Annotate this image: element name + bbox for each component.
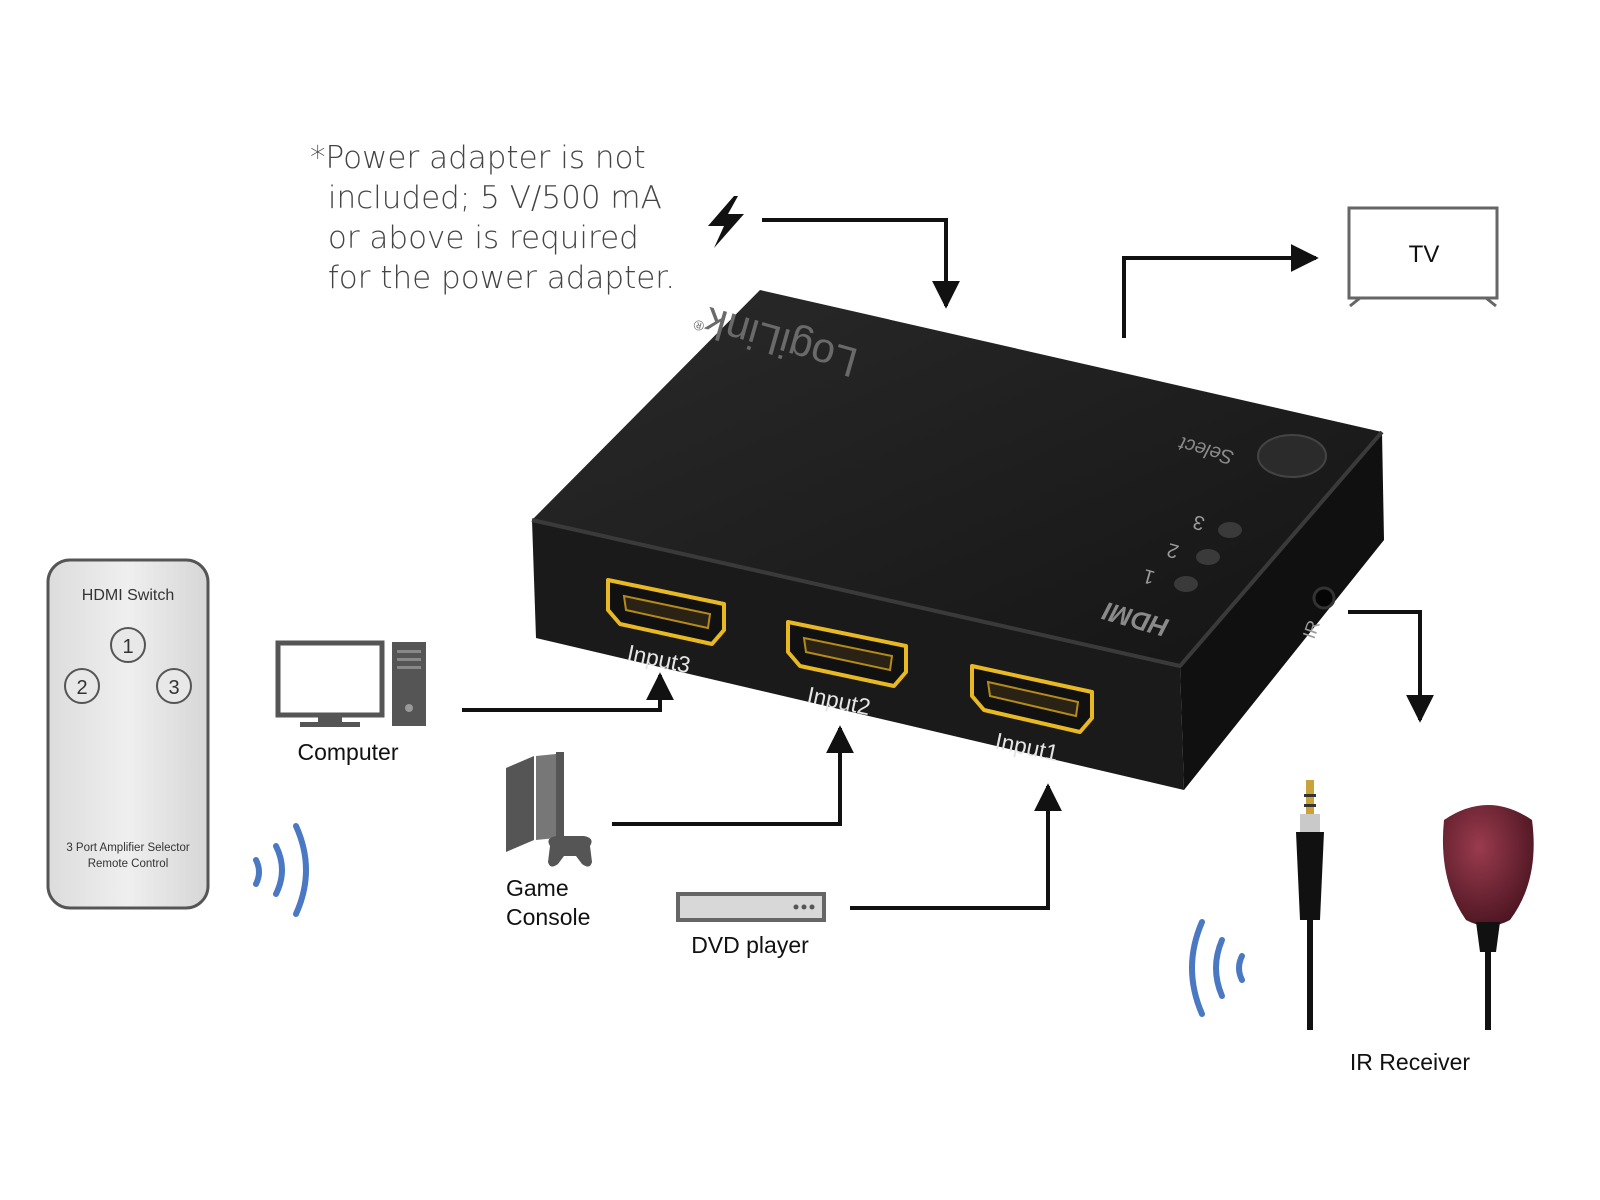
power-note: *Power adapter is not included; 5 V/500 … bbox=[310, 140, 675, 296]
dvd-player-icon bbox=[676, 892, 826, 922]
hdmi-port-input3[interactable]: Input3 bbox=[606, 578, 726, 678]
dvd-player: DVD player bbox=[676, 892, 826, 958]
note-line-4: for the power adapter. bbox=[318, 260, 675, 296]
svg-text:2: 2 bbox=[76, 677, 87, 699]
led-1 bbox=[1174, 576, 1198, 592]
led-2 bbox=[1196, 549, 1220, 565]
tv-label: TV bbox=[1409, 241, 1440, 268]
remote-body bbox=[46, 558, 210, 910]
remote-title: HDMI Switch bbox=[82, 587, 174, 604]
dvd-player-label: DVD player bbox=[691, 932, 809, 958]
hdmi-switch: LogiLink® Select 3 2 1 HDMI IR Input3 bbox=[531, 290, 1384, 790]
game-console-label-1: Game bbox=[506, 875, 569, 901]
note-line-1: *Power adapter is not bbox=[310, 140, 646, 176]
hdmi-port-input1[interactable]: Input1 bbox=[970, 664, 1094, 766]
remote-button-3[interactable]: 3 bbox=[156, 668, 192, 704]
arrows bbox=[462, 218, 1434, 910]
remote-control: HDMI Switch 1 2 3 3 Port Amplifier Selec… bbox=[46, 558, 210, 910]
ir-jack-label: IR bbox=[1299, 618, 1324, 642]
note-line-2: included; 5 V/500 mA bbox=[318, 180, 662, 216]
computer-label: Computer bbox=[298, 739, 399, 765]
gamepad-icon bbox=[548, 836, 592, 867]
game-console: Game Console bbox=[506, 752, 592, 930]
remote-caption-1: 3 Port Amplifier Selector bbox=[66, 842, 190, 854]
svg-text:1: 1 bbox=[122, 636, 133, 658]
output-arrow-tv bbox=[1122, 244, 1319, 338]
ir-signal-icon bbox=[253, 823, 309, 917]
ir-jack[interactable] bbox=[1312, 586, 1336, 610]
game-console-icon bbox=[506, 752, 564, 852]
svg-text:3: 3 bbox=[168, 677, 179, 699]
hdmi-port-input2[interactable]: Input2 bbox=[786, 620, 908, 720]
remote-button-2[interactable]: 2 bbox=[64, 668, 100, 704]
ir-receiver-waves bbox=[1189, 919, 1245, 1017]
ir-receiver: IR Receiver bbox=[1189, 780, 1534, 1075]
tv: TV bbox=[1347, 206, 1499, 308]
remote-button-1[interactable]: 1 bbox=[110, 627, 146, 663]
note-line-3: or above is required bbox=[318, 220, 639, 256]
ir-receiver-label: IR Receiver bbox=[1350, 1049, 1470, 1075]
game-console-label-2: Console bbox=[506, 904, 590, 930]
dvd-arrow bbox=[850, 783, 1062, 910]
computer: Computer bbox=[275, 640, 426, 765]
power-bolt-icon bbox=[708, 196, 744, 248]
remote-caption-2: Remote Control bbox=[88, 858, 169, 870]
game-console-arrow bbox=[612, 725, 854, 826]
computer-arrow bbox=[462, 672, 674, 712]
led-3 bbox=[1218, 522, 1242, 538]
switch-side bbox=[1180, 432, 1384, 790]
computer-icon bbox=[275, 640, 426, 727]
switch-top bbox=[532, 290, 1382, 666]
ir-receiver-icon bbox=[1296, 780, 1534, 1030]
ir-arrow bbox=[1348, 610, 1434, 723]
power-arrow bbox=[762, 218, 960, 309]
select-button[interactable] bbox=[1257, 434, 1327, 478]
